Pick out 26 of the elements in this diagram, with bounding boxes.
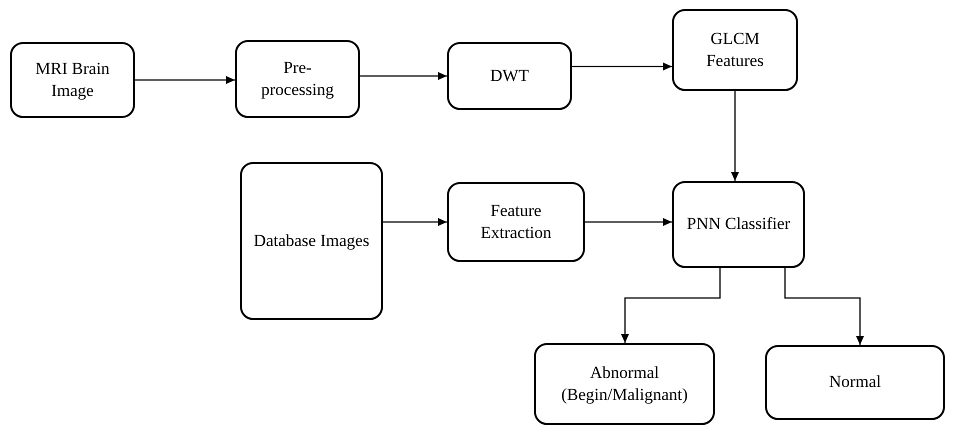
process-box	[10, 42, 135, 118]
arrow	[784, 268, 864, 345]
box-label: Abnormal (Begin/Malignant)	[560, 362, 689, 406]
box-label: Database Images	[254, 230, 370, 252]
box-label: DWT	[490, 64, 529, 87]
box-label: Pre-processing	[260, 56, 335, 101]
arrow	[585, 218, 672, 226]
arrow	[360, 72, 447, 80]
box-label: Normal	[829, 371, 881, 394]
arrow	[621, 268, 721, 343]
box-label: Feature Extraction	[480, 200, 552, 244]
process-box	[240, 162, 383, 320]
arrow	[572, 62, 672, 70]
process-box	[447, 182, 585, 262]
process-box	[765, 345, 945, 420]
arrow	[135, 76, 235, 84]
process-box	[672, 181, 805, 268]
process-box	[447, 42, 572, 110]
process-box	[672, 9, 798, 91]
box-label: GLCM Features	[705, 28, 765, 72]
box-label: PNN Classifier	[686, 213, 790, 236]
arrow	[383, 218, 447, 226]
process-box	[235, 40, 360, 118]
process-box	[534, 343, 715, 425]
box-label: MRI Brain Image	[34, 58, 111, 102]
arrow	[731, 91, 739, 181]
